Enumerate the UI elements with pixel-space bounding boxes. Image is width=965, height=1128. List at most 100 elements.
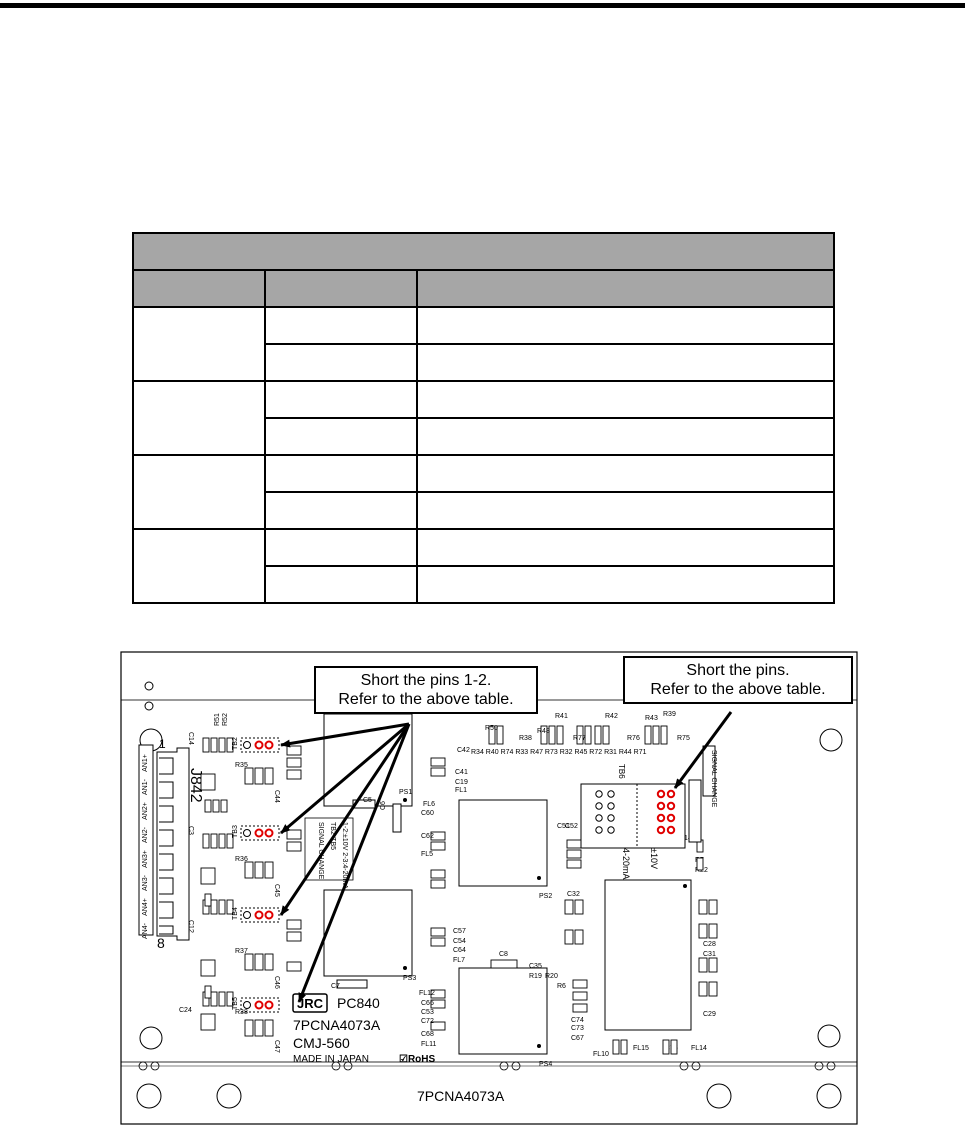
svg-text:R41: R41 [555,713,568,720]
svg-text:TB4: TB4 [232,907,239,920]
mounting-hole [817,1024,841,1048]
svg-text:C8: C8 [499,951,508,958]
svg-text:C29: C29 [703,1011,716,1018]
rohs-mark: ☑RoHS [399,1054,436,1065]
svg-text:TB3: TB3 [232,825,239,838]
svg-text:C51: C51 [557,823,570,830]
svg-text:C72: C72 [421,1018,434,1025]
jumper-tb3: TB3 [232,825,280,841]
tb-signal-text: SIGNAL CHANGE [317,822,324,880]
ic-right [604,879,692,1031]
hole [144,681,154,691]
svg-text:AN4-: AN4- [142,922,149,939]
svg-text:TB2: TB2 [232,737,239,750]
svg-text:PS2: PS2 [539,893,552,900]
svg-text:C57: C57 [453,928,466,935]
svg-text:R75: R75 [677,735,690,742]
group-label [132,528,266,604]
svg-text:AN2+: AN2+ [142,802,149,820]
svg-text:AN2-: AN2- [142,826,149,843]
table-cell [415,417,836,456]
jumper-settings-table [131,232,836,604]
svg-text:C14: C14 [187,732,194,745]
table-cell [415,565,836,604]
svg-text:AN4+: AN4+ [142,898,149,916]
jumper-tb4: TB4 [232,907,280,923]
power-supply-ps4 [458,967,548,1055]
svg-text:C54: C54 [453,938,466,945]
svg-text:R77: R77 [573,735,586,742]
callout-short-pins-1-2: Short the pins 1-2. Refer to the above t… [314,666,538,714]
svg-text:TB5: TB5 [232,997,239,1010]
group-label [132,380,266,456]
svg-text:R43: R43 [645,715,658,722]
table-cell [264,454,418,493]
svg-text:C32: C32 [567,891,580,898]
tb6-label: TB6 [617,764,626,779]
connector-pin-labels: AN1+ AN1- AN2+ AN2- AN3+ AN3- AN4+ AN4- [142,754,149,939]
svg-text:AN3+: AN3+ [142,850,149,868]
svg-text:C45: C45 [273,884,280,897]
header-col-2 [264,269,418,308]
signal-change-label: SIGNAL CHANGE [710,750,717,808]
mounting-hole [216,1083,242,1109]
svg-text:C44: C44 [273,790,280,803]
svg-text:AN3-: AN3- [142,874,149,891]
svg-text:FL11: FL11 [421,1041,437,1048]
connector-label: J842 [187,768,204,803]
svg-text:C67: C67 [571,1035,584,1042]
svg-text:C46: C46 [273,976,280,989]
top-resistor-rows [430,725,668,1031]
svg-text:C42: C42 [457,747,470,754]
pin-eight-label: 8 [157,935,165,951]
svg-text:FL14: FL14 [691,1045,707,1052]
svg-text:C35: C35 [529,963,542,970]
svg-text:C64: C64 [453,947,466,954]
hole [144,701,154,711]
svg-text:AN1+: AN1+ [142,754,149,772]
tb6-pins [595,789,676,835]
svg-text:R48: R48 [537,728,550,735]
svg-text:R36: R36 [235,856,248,863]
pcb-board-figure: AN1+ AN1- AN2+ AN2- AN3+ AN3- AN4+ AN4- … [119,650,859,1126]
callout-right-line-2: Refer to the above table. [650,681,826,698]
table-cell [264,491,418,530]
table-cell [415,491,836,530]
svg-text:FL10: FL10 [593,1051,609,1058]
callout-short-pins: Short the pins. Refer to the above table… [623,656,853,704]
svg-text:PS3: PS3 [403,975,416,982]
mounting-hole [816,1083,842,1109]
channel-components [200,737,302,1037]
svg-text:R39: R39 [663,711,676,718]
mounting-hole [136,1083,162,1109]
svg-text:R50: R50 [485,725,498,732]
table-cell [264,380,418,419]
bottom-part-number: 7PCNA4073A [417,1088,505,1104]
svg-text:R22: R22 [695,867,708,874]
svg-text:C19: C19 [455,779,468,786]
pcb-drawing: AN1+ AN1- AN2+ AN2- AN3+ AN3- AN4+ AN4- … [120,651,858,1125]
svg-text:R34 R40 R74 R33 R47 R73 R32 R4: R34 R40 R74 R33 R47 R73 R32 R45 R72 R31 … [471,749,647,756]
table-cell [264,565,418,604]
svg-text:C52: C52 [565,823,578,830]
callout-right-line-1: Short the pins. [686,662,790,679]
terminal-screws [159,757,174,935]
bottom-breakaway-rail [120,1061,858,1125]
svg-text:R6: R6 [557,983,566,990]
header-col-1 [132,269,266,308]
jumper-tb2: TB2 [232,737,280,753]
mounting-hole [819,728,843,752]
svg-text:FL6: FL6 [423,801,435,808]
tb6-voltage-label: ±10V [649,848,659,869]
table-cell [415,380,836,419]
connector-label-strip [138,744,154,936]
header-col-3 [415,269,836,308]
c7-part [336,979,368,989]
svg-text:AN1-: AN1- [142,778,149,795]
table-cell [415,343,836,382]
svg-text:FL12: FL12 [419,990,435,997]
table-cell [264,528,418,567]
right-components [564,839,718,1055]
